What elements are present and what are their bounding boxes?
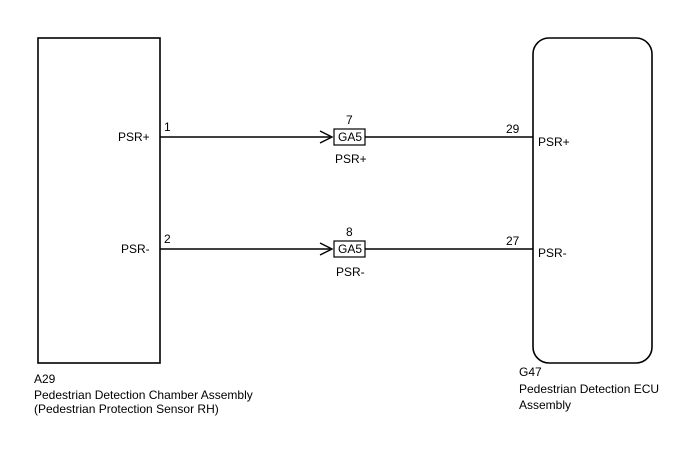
- right-component-code: G47: [519, 365, 542, 379]
- right-pin-label: PSR-: [538, 246, 567, 260]
- left-component-name-line2: (Pedestrian Protection Sensor RH): [34, 402, 219, 416]
- right-pin-number: 29: [506, 122, 520, 136]
- left-pin-label: PSR+: [118, 130, 150, 144]
- left-pin-number: 2: [164, 232, 171, 246]
- connector-pin-number: 7: [346, 113, 353, 127]
- connector-signal-label: PSR-: [336, 265, 365, 279]
- arrow-head-icon: [319, 130, 334, 144]
- left-pin-number: 1: [164, 120, 171, 134]
- connector-signal-label: PSR+: [335, 152, 367, 166]
- circuit-psr-plus: PSR+ 1 7 GA5 PSR+ 29 PSR+: [118, 113, 570, 166]
- left-component-code: A29: [34, 372, 56, 386]
- left-component-name-line1: Pedestrian Detection Chamber Assembly: [34, 388, 253, 402]
- circuit-psr-minus: PSR- 2 8 GA5 PSR- 27 PSR-: [121, 225, 567, 279]
- connector-label: GA5: [338, 242, 362, 256]
- right-pin-number: 27: [506, 234, 520, 248]
- connector-pin-number: 8: [346, 225, 353, 239]
- arrow-head-icon: [319, 242, 334, 256]
- left-pin-label: PSR-: [121, 242, 150, 256]
- right-component-name-line1: Pedestrian Detection ECU: [519, 382, 659, 396]
- right-component-box: [532, 37, 653, 364]
- left-component-caption: A29 Pedestrian Detection Chamber Assembl…: [34, 372, 253, 416]
- connector-label: GA5: [338, 130, 362, 144]
- right-pin-label: PSR+: [538, 135, 570, 149]
- right-component-name-line2: Assembly: [519, 398, 571, 412]
- right-component-caption: G47 Pedestrian Detection ECU Assembly: [519, 365, 659, 412]
- left-component-box: [37, 37, 161, 364]
